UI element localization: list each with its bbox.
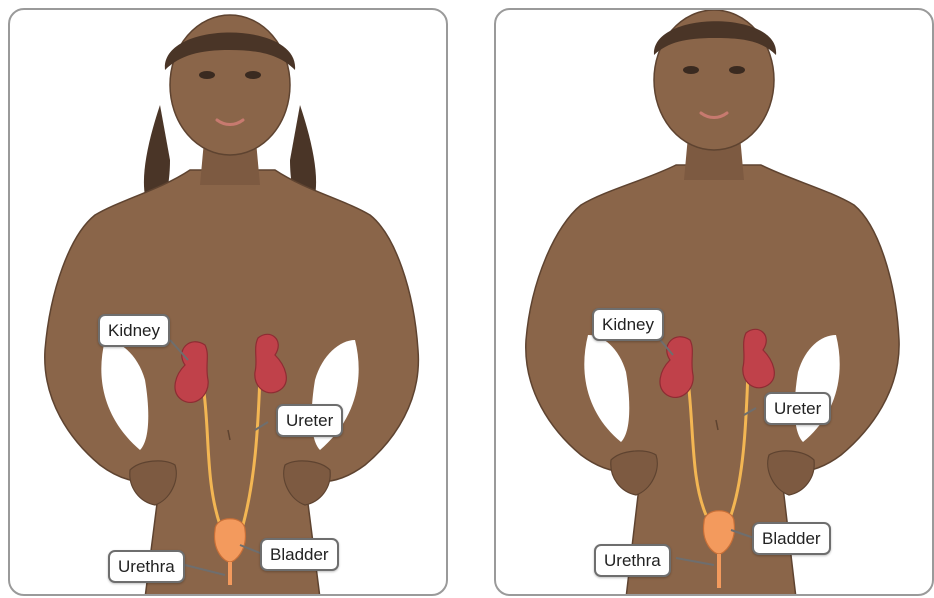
ureter-label: Ureter <box>276 404 343 437</box>
boy-eye-left <box>683 66 699 74</box>
girl-illustration <box>10 10 448 596</box>
kidney-label: Kidney <box>98 314 170 347</box>
bladder-label: Bladder <box>752 522 831 555</box>
boy-eye-right <box>729 66 745 74</box>
ureter-label: Ureter <box>764 392 831 425</box>
boy-illustration <box>496 10 934 596</box>
kidney-label: Kidney <box>592 308 664 341</box>
girl-eye-right <box>245 71 261 79</box>
urethra-label: Urethra <box>594 544 671 577</box>
boy-panel: Kidney Ureter Bladder Urethra <box>494 8 934 596</box>
girl-panel: Kidney Ureter Bladder Urethra <box>8 8 448 596</box>
girl-eye-left <box>199 71 215 79</box>
bladder-label: Bladder <box>260 538 339 571</box>
urethra-label: Urethra <box>108 550 185 583</box>
